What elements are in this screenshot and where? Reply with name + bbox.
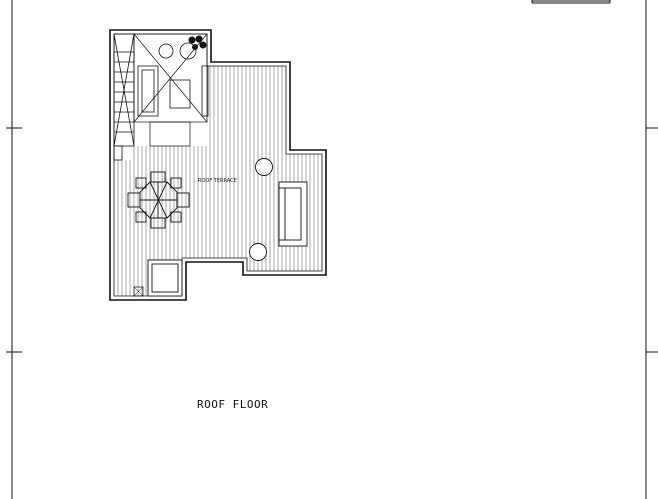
title-block-hatch	[531, 0, 611, 4]
side-tables	[158, 42, 197, 60]
lounge-sofa	[137, 65, 209, 117]
dining-table	[127, 171, 190, 229]
utility-room	[133, 259, 183, 297]
stair-core	[113, 33, 135, 161]
drawing-caption: ROOF FLOOR	[197, 398, 269, 411]
sheet-frame	[6, 0, 658, 499]
planter-icon	[188, 35, 207, 50]
round-stools	[249, 158, 273, 261]
terrace-sofa	[278, 181, 308, 247]
room-label: ROOF TERRACE	[198, 178, 237, 184]
